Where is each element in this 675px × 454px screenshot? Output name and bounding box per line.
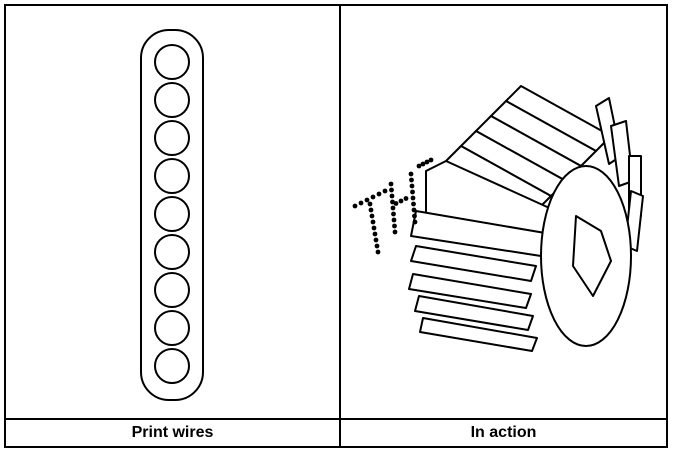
printed-letters	[352, 157, 434, 255]
print-dot	[370, 219, 376, 225]
wire-hole	[154, 196, 190, 232]
print-dot	[403, 196, 409, 201]
wire-hole	[154, 158, 190, 194]
print-dot	[352, 203, 358, 209]
print-dot	[368, 207, 374, 213]
print-dot	[390, 205, 396, 211]
panel-divider	[339, 6, 341, 446]
print-dot	[410, 195, 416, 201]
wire-hole	[154, 120, 190, 156]
print-head-body	[408, 85, 644, 352]
caption-divider	[6, 418, 666, 420]
wire-hole	[154, 348, 190, 384]
caption-in-action: In action	[470, 424, 537, 441]
print-dot	[420, 161, 426, 167]
print-dot	[370, 194, 376, 200]
print-wires-illustration	[140, 29, 204, 401]
print-head-illustration: TH	[352, 85, 644, 352]
wire-hole	[154, 44, 190, 80]
print-dot	[410, 189, 415, 195]
print-dot	[392, 223, 397, 229]
caption-print-wires: Print wires	[131, 424, 214, 441]
figure-frame: TH Print wires In action	[4, 4, 668, 448]
print-dot	[391, 217, 397, 223]
in-action-panel: TH	[341, 6, 666, 418]
print-dot	[424, 159, 430, 165]
wire-hole	[154, 82, 190, 118]
print-dot	[367, 201, 373, 207]
print-dot	[393, 201, 399, 206]
print-dot	[382, 188, 388, 194]
print-dot	[411, 207, 417, 213]
print-dot	[375, 249, 381, 255]
disk-star	[572, 215, 612, 297]
fin	[408, 273, 532, 309]
print-dot	[409, 183, 415, 189]
print-dot	[412, 219, 418, 225]
wire-holder	[140, 29, 204, 401]
print-dot	[358, 200, 364, 206]
print-dot	[373, 237, 379, 243]
fin	[410, 245, 537, 282]
print-dot	[389, 187, 394, 193]
print-dot	[371, 225, 377, 231]
fin	[419, 317, 538, 352]
print-dot	[372, 231, 378, 237]
wire-hole	[154, 234, 190, 270]
print-dot	[391, 211, 396, 217]
print-dot	[374, 243, 380, 249]
print-wires-panel	[6, 6, 339, 418]
print-dot	[392, 229, 398, 235]
print-dot	[388, 181, 394, 187]
print-dot	[428, 157, 434, 163]
print-dot	[398, 198, 404, 204]
print-dot	[364, 197, 370, 203]
wire-hole	[154, 272, 190, 308]
print-dot	[408, 171, 414, 177]
print-dot	[416, 163, 422, 169]
wire-holes	[154, 44, 190, 384]
print-dot	[411, 201, 416, 207]
wire-hole	[154, 310, 190, 346]
print-dot	[376, 191, 382, 197]
print-dot	[412, 213, 417, 219]
print-dot	[369, 213, 375, 219]
print-dot	[409, 177, 414, 183]
print-dot	[389, 193, 395, 199]
fin	[414, 295, 534, 331]
